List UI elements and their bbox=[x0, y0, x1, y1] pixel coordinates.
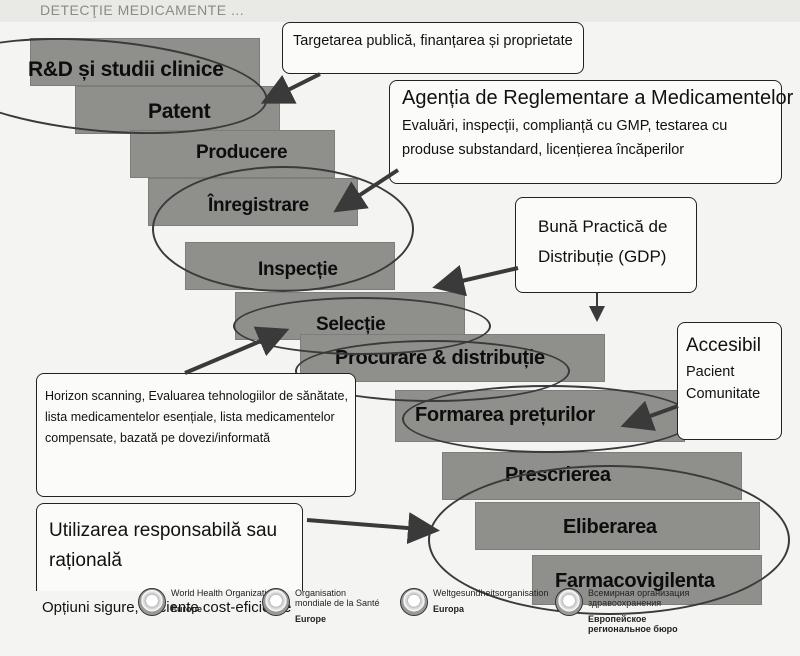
arrow-access-to-preturi bbox=[620, 400, 679, 431]
box-targeting-text: Targetarea publică, finanțarea și propri… bbox=[293, 33, 573, 49]
box-access-line2: Comunitate bbox=[686, 386, 761, 402]
logo-who-fr-name: Organisation mondiale de la Santé bbox=[295, 588, 380, 608]
box-agency: Agenția de Reglementare a Medicamentelor… bbox=[389, 80, 794, 184]
who-emblem-icon bbox=[555, 588, 583, 616]
box-use-line1: Utilizarea responsabilă sau bbox=[49, 520, 278, 541]
step-rd-bar bbox=[30, 38, 260, 86]
logo-who-de-sub: Europa bbox=[433, 604, 465, 614]
box-access-line1: Pacient bbox=[686, 364, 735, 380]
box-horizon-line3: compensate, bazată pe dovezi/informată bbox=[45, 431, 271, 445]
box-use-line2: rațională bbox=[49, 550, 122, 571]
box-agency-line1: Evaluări, inspecții, complianță cu GMP, … bbox=[402, 118, 728, 134]
box-gdp-line1: Bună Practică de bbox=[538, 217, 668, 236]
logo-who-fr-sub: Europe bbox=[295, 614, 327, 624]
logo-who-en-sub: Europe bbox=[171, 604, 203, 614]
logo-who-en-name: World Health Organization bbox=[171, 588, 277, 598]
logo-who-de-name: Weltgesundheitsorganisation bbox=[433, 588, 549, 598]
step-producere-label: Producere bbox=[196, 142, 288, 163]
arrow-horizon-to-selectie bbox=[184, 326, 290, 375]
logo-who-ru-sub: Европейское региональное бюро bbox=[588, 614, 678, 634]
who-emblem-icon bbox=[400, 588, 428, 616]
ellipse-inregistrare bbox=[152, 166, 414, 292]
arrow-gdp-to-inspectie bbox=[432, 265, 519, 297]
box-agency-title: Agenția de Reglementare a Medicamentelor bbox=[402, 87, 794, 109]
box-access: Accesibil Pacient Comunitate bbox=[677, 322, 782, 440]
who-emblem-icon bbox=[262, 588, 290, 616]
box-horizon-line2: lista medicamentelor esențiale, lista me… bbox=[45, 410, 335, 424]
logo-who-ru-name: Всемирная организация здравоохранения bbox=[588, 588, 690, 608]
header-strip: DETECŢIE MEDICAMENTE ... bbox=[0, 0, 800, 22]
arrow-targeting-to-patent bbox=[260, 72, 321, 104]
step-patent-bar bbox=[75, 86, 280, 134]
who-emblem-icon bbox=[138, 588, 166, 616]
box-horizon: Horizon scanning, Evaluarea tehnologiilo… bbox=[36, 373, 356, 497]
box-access-title: Accesibil bbox=[686, 335, 761, 356]
box-horizon-line1: Horizon scanning, Evaluarea tehnologiilo… bbox=[45, 389, 348, 403]
arrow-use-to-prescriere bbox=[306, 512, 440, 545]
header-text: DETECŢIE MEDICAMENTE ... bbox=[40, 2, 245, 18]
box-targeting: Targetarea publică, finanțarea și propri… bbox=[282, 22, 584, 74]
box-gdp-line2: Distribuție (GDP) bbox=[538, 247, 667, 266]
box-gdp: Bună Practică de Distribuție (GDP) bbox=[515, 197, 697, 293]
box-responsible-use: Utilizarea responsabilă sau rațională bbox=[36, 503, 303, 591]
step-patent-label: Patent bbox=[148, 100, 211, 123]
box-agency-line2: produse substandard, licențierea încăper… bbox=[402, 142, 685, 158]
arrow-agency-to-inregistrare bbox=[333, 168, 400, 213]
step-rd-label: R&D și studii clinice bbox=[28, 58, 224, 81]
footer-text: Opțiuni sigure, eficiente cost-eficiente bbox=[42, 599, 292, 616]
